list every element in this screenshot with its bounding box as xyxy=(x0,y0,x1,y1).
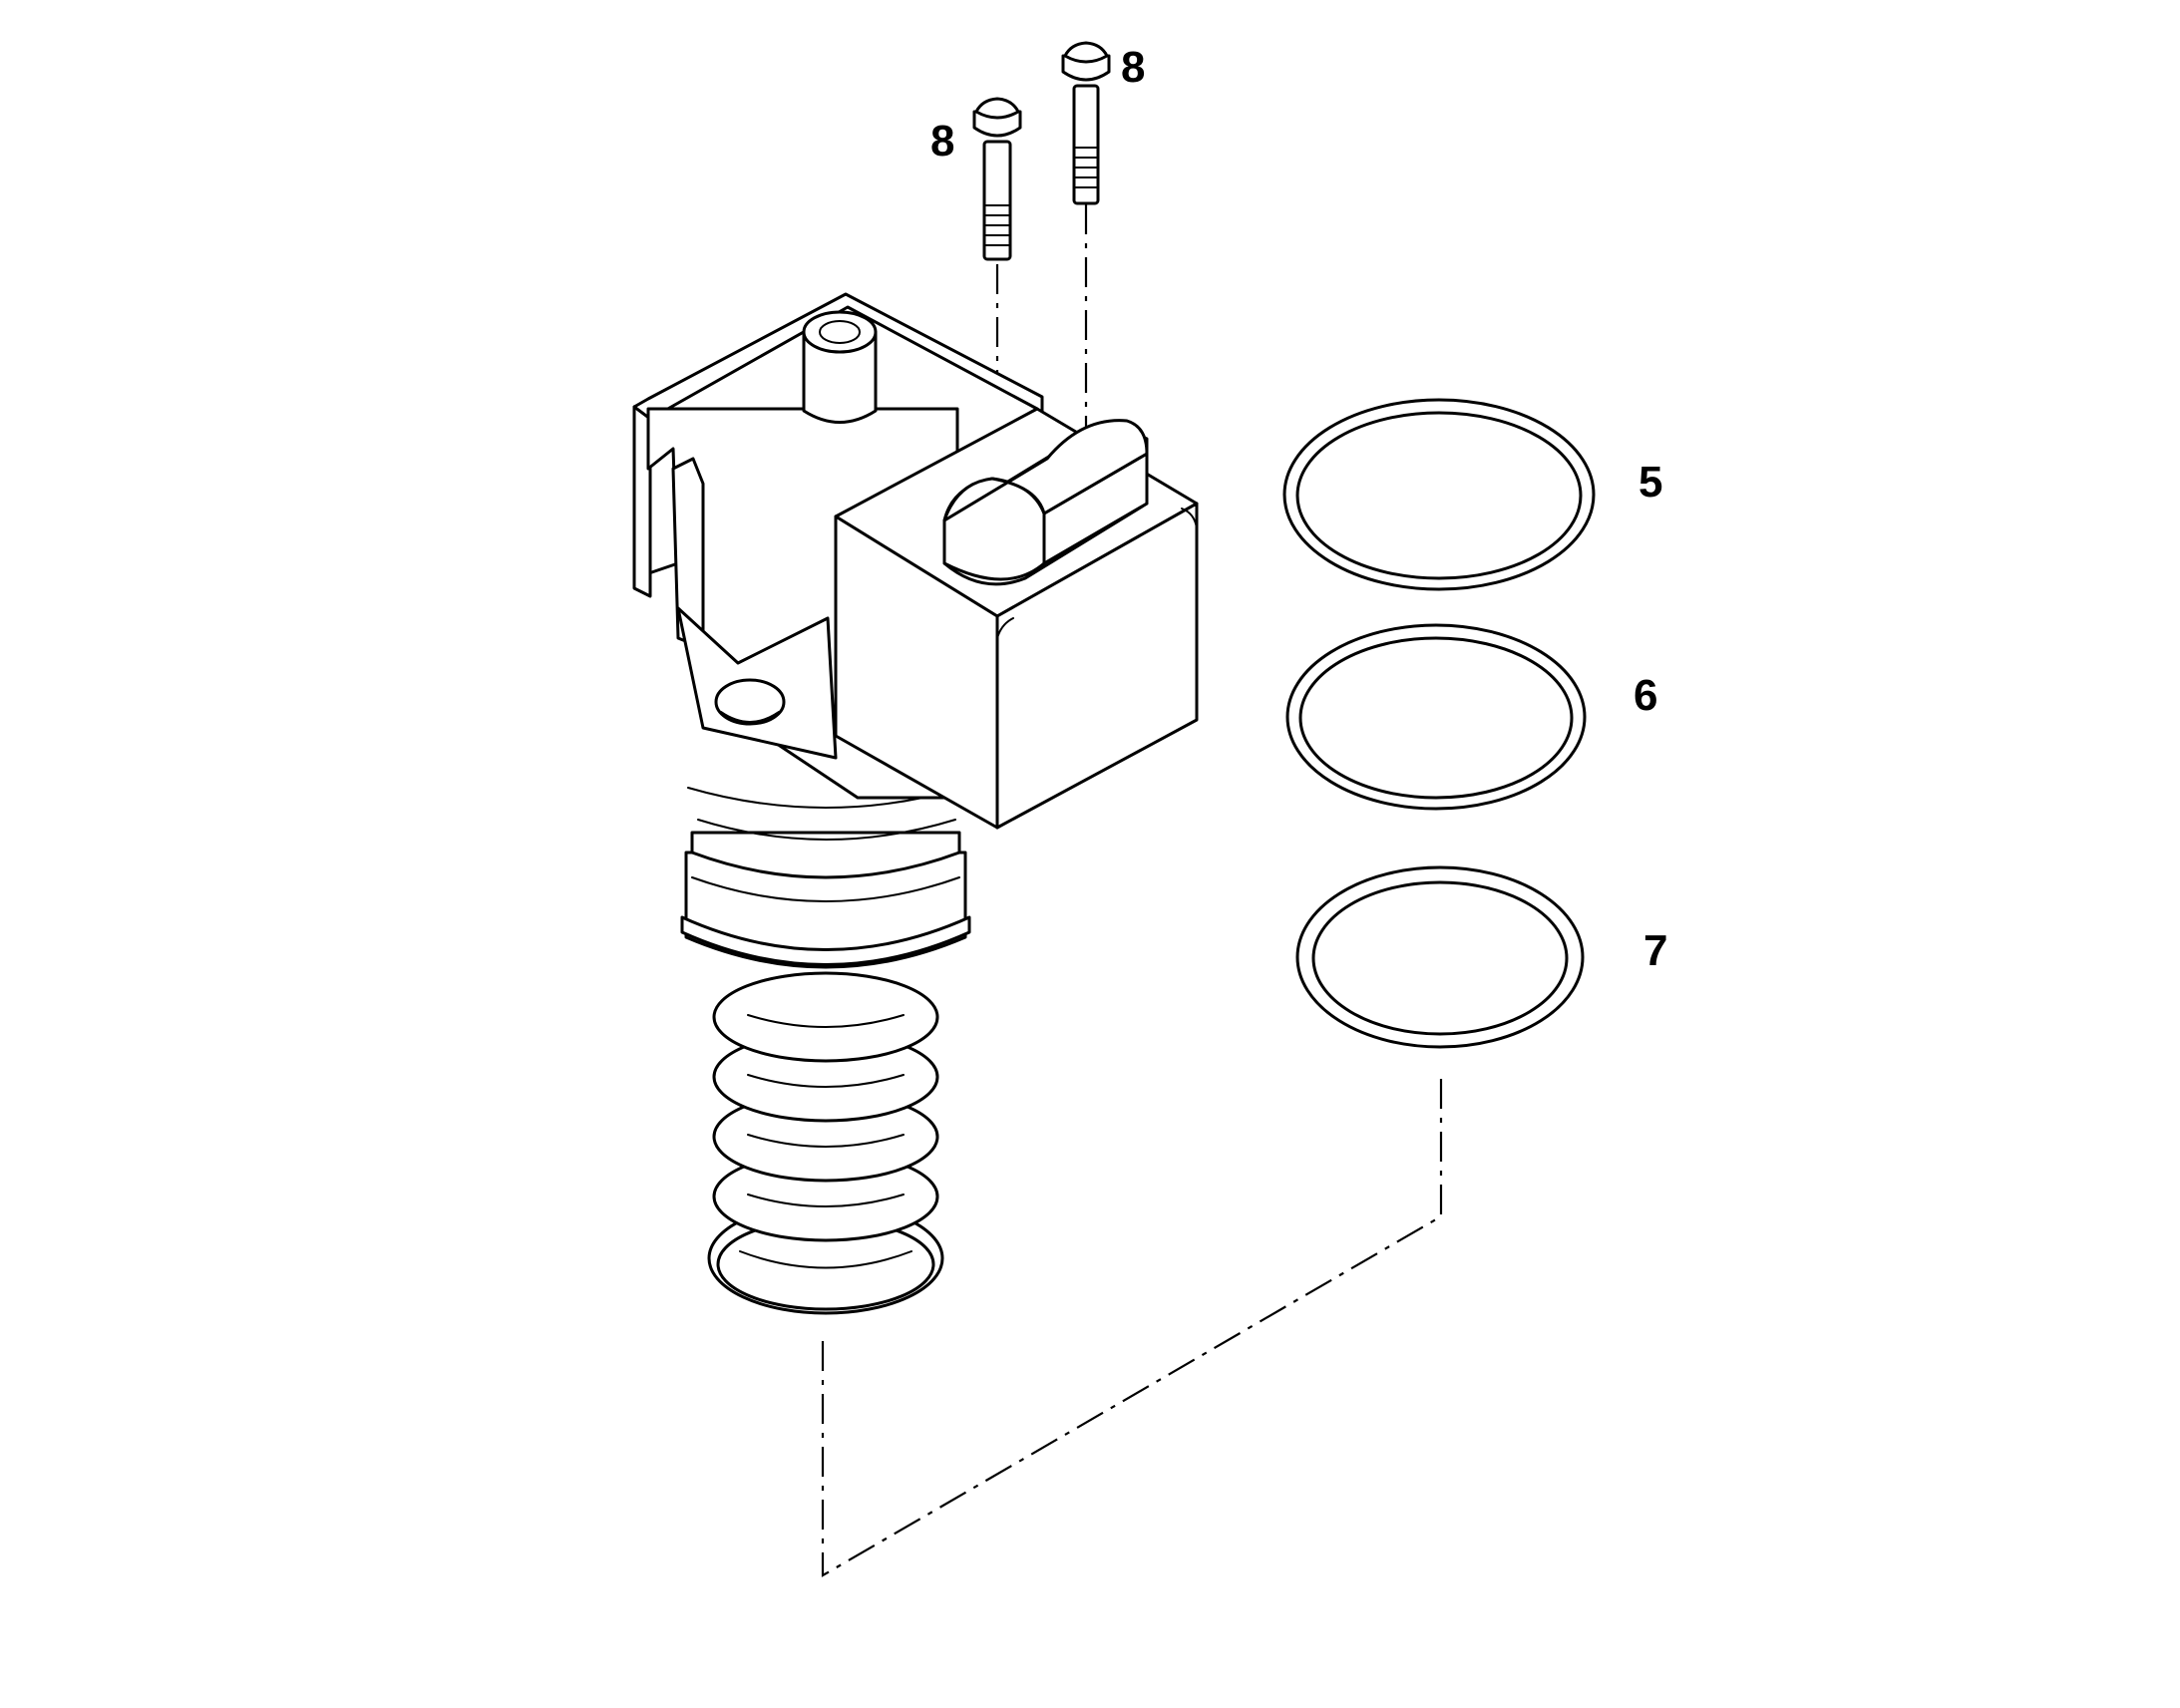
housing-block xyxy=(632,292,1044,800)
barrel xyxy=(680,787,971,969)
solenoid-housing xyxy=(834,407,1199,830)
spring xyxy=(707,971,944,1315)
seal-ring-5[interactable] xyxy=(1282,398,1596,591)
unit-pump-body[interactable] xyxy=(632,292,1199,1315)
callout-bolt-left: 8 xyxy=(930,117,954,166)
callout-ring-6: 6 xyxy=(1634,671,1657,720)
center-line-rings-to-body xyxy=(821,1079,1443,1577)
bolt-right[interactable] xyxy=(1061,41,1111,205)
callout-bolt-right: 8 xyxy=(1121,43,1145,92)
bolt-left[interactable] xyxy=(972,97,1022,261)
callout-labels: 8 8 5 6 7 xyxy=(930,43,1667,975)
callout-ring-7: 7 xyxy=(1643,926,1667,975)
seal-ring-7[interactable] xyxy=(1295,865,1585,1049)
seal-ring-6[interactable] xyxy=(1285,623,1587,811)
callout-ring-5: 5 xyxy=(1638,458,1662,507)
